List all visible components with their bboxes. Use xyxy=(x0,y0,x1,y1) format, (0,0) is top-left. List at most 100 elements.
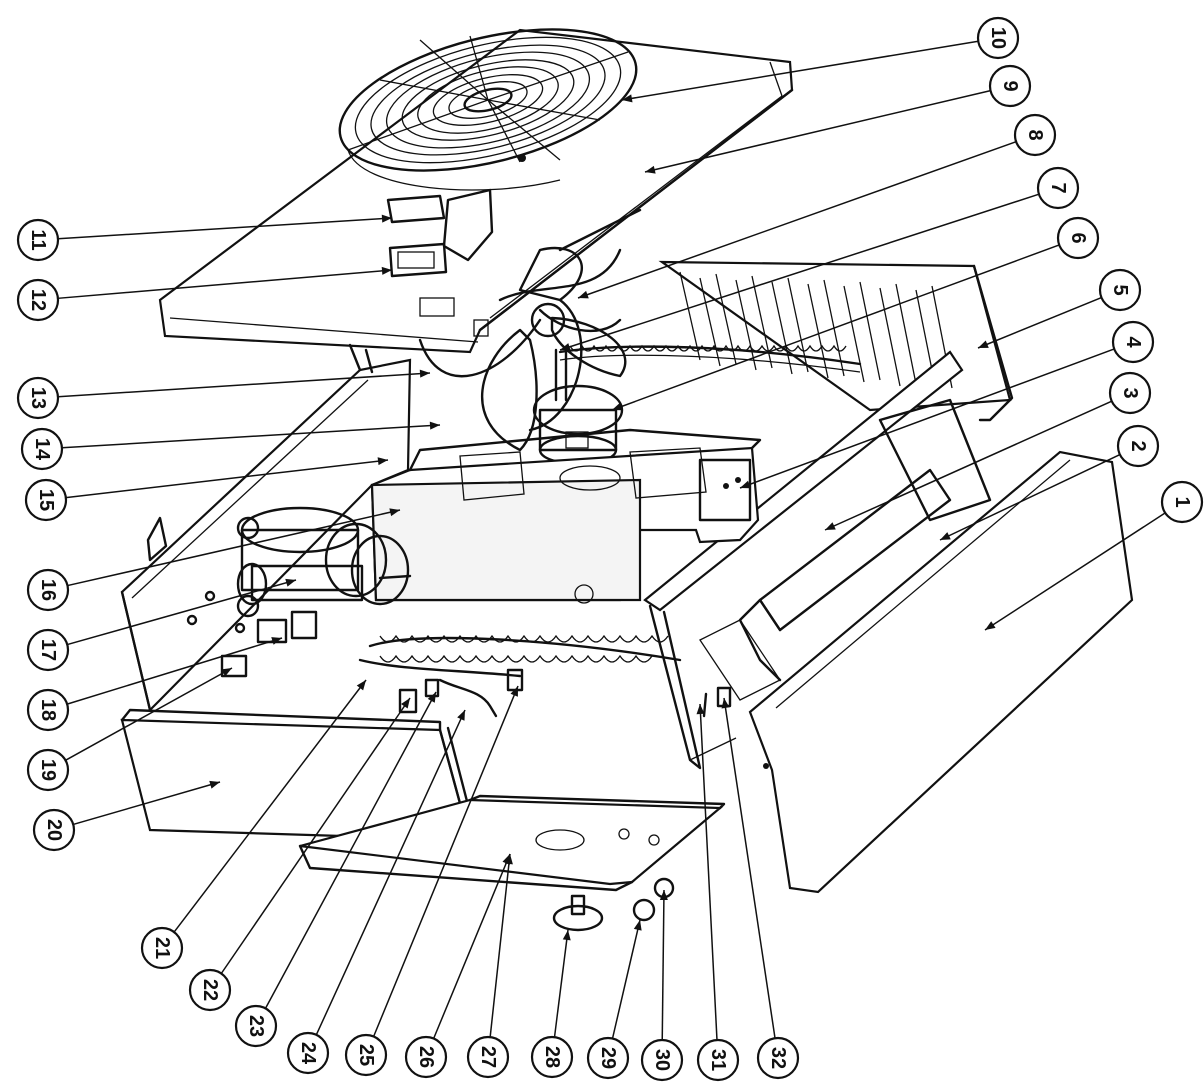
callout-number: 20 xyxy=(43,819,65,841)
leader-arrowhead xyxy=(209,780,220,789)
drain-parts xyxy=(552,877,675,932)
leader-arrowhead xyxy=(578,290,589,299)
leader-line xyxy=(73,781,221,826)
callout-8: 8 xyxy=(577,113,1057,299)
callout-circle xyxy=(1036,166,1080,210)
leader-line xyxy=(264,691,437,1009)
callout-20: 20 xyxy=(32,780,221,852)
leader-line xyxy=(723,697,776,1039)
callout-32: 32 xyxy=(721,697,800,1080)
callout-4: 4 xyxy=(739,320,1155,489)
fan-blade xyxy=(418,208,642,452)
leader-arrowhead xyxy=(612,402,623,411)
callout-circle xyxy=(188,968,232,1012)
callout-17: 17 xyxy=(26,578,297,672)
callout-number: 13 xyxy=(27,387,49,409)
leader-line xyxy=(939,453,1121,541)
callout-circle xyxy=(976,16,1020,60)
leader-line xyxy=(65,667,233,761)
leader-arrowhead xyxy=(427,692,436,703)
callout-circle xyxy=(640,1038,684,1082)
callout-circle xyxy=(286,1031,330,1075)
leader-line xyxy=(220,697,411,974)
callout-6: 6 xyxy=(611,216,1100,411)
leader-line xyxy=(699,703,718,1041)
leader-line xyxy=(977,296,1102,349)
leader-arrowhead xyxy=(659,890,668,901)
callout-number: 1 xyxy=(1171,496,1193,507)
leader-line xyxy=(372,685,519,1037)
callout-circle xyxy=(24,478,68,522)
fan-grille xyxy=(338,28,638,191)
leader-arrowhead xyxy=(457,710,465,721)
leader-arrowhead xyxy=(696,704,705,715)
leader-arrowhead xyxy=(633,920,642,931)
leader-line xyxy=(984,512,1166,631)
callout-circle xyxy=(404,1035,448,1079)
callout-number: 32 xyxy=(767,1047,789,1069)
leader-arrowhead xyxy=(645,165,656,174)
callout-number: 18 xyxy=(37,699,59,721)
callout-circle xyxy=(344,1033,388,1077)
callout-circle xyxy=(32,808,76,852)
callout-1: 1 xyxy=(984,480,1204,631)
callout-25: 25 xyxy=(344,685,519,1077)
leader-arrowhead xyxy=(401,698,410,709)
leader-line xyxy=(489,853,511,1038)
leader-arrowhead xyxy=(622,94,633,103)
compressor xyxy=(236,506,412,618)
callout-circle xyxy=(20,427,64,471)
callout-11: 11 xyxy=(16,214,393,262)
callout-23: 23 xyxy=(234,691,437,1048)
leader-arrowhead xyxy=(381,266,392,275)
callout-18: 18 xyxy=(26,637,283,732)
leader-arrowhead xyxy=(356,680,366,691)
leader-line xyxy=(661,889,665,1041)
leader-line xyxy=(315,709,466,1036)
callout-circle xyxy=(1108,371,1152,415)
callout-number: 16 xyxy=(37,579,59,601)
callout-9: 9 xyxy=(644,64,1032,174)
leader-arrowhead xyxy=(825,522,836,530)
leader-line xyxy=(611,919,641,1039)
callout-number: 23 xyxy=(245,1015,267,1037)
callout-21: 21 xyxy=(140,679,367,970)
callout-circle xyxy=(16,376,60,420)
callout-circle xyxy=(1111,320,1155,364)
callout-number: 10 xyxy=(987,27,1009,49)
callout-circle xyxy=(16,218,60,262)
leader-line xyxy=(739,348,1115,489)
fan-motor xyxy=(532,348,624,466)
leader-line xyxy=(553,929,569,1038)
left-frame-components xyxy=(186,590,318,678)
leader-arrowhead xyxy=(978,340,989,348)
callout-30: 30 xyxy=(640,889,684,1082)
leader-line xyxy=(559,193,1040,351)
callout-number: 4 xyxy=(1122,336,1144,348)
callout-number: 25 xyxy=(355,1044,377,1066)
callout-10: 10 xyxy=(621,16,1020,103)
callout-circle xyxy=(988,64,1032,108)
callout-3: 3 xyxy=(824,371,1152,531)
leader-line xyxy=(57,372,431,398)
leader-line xyxy=(61,424,441,449)
leader-arrowhead xyxy=(504,854,513,865)
callout-circle xyxy=(1013,113,1057,157)
leader-arrowhead xyxy=(940,532,951,540)
leader-arrowhead xyxy=(985,621,996,630)
leader-arrowhead xyxy=(285,578,296,587)
callout-26: 26 xyxy=(404,853,511,1079)
leader-line xyxy=(57,269,393,300)
leader-arrowhead xyxy=(740,480,751,489)
callout-circle xyxy=(1160,480,1204,524)
callout-circle xyxy=(26,688,70,732)
leader-arrowhead xyxy=(419,369,430,378)
bottom-heat-exchanger xyxy=(358,634,682,718)
front-panel xyxy=(748,450,1134,894)
leader-line xyxy=(67,579,297,646)
callout-circle xyxy=(756,1036,800,1080)
leader-arrowhead xyxy=(721,698,730,709)
leader-arrowhead xyxy=(389,508,400,517)
callout-29: 29 xyxy=(586,919,642,1080)
